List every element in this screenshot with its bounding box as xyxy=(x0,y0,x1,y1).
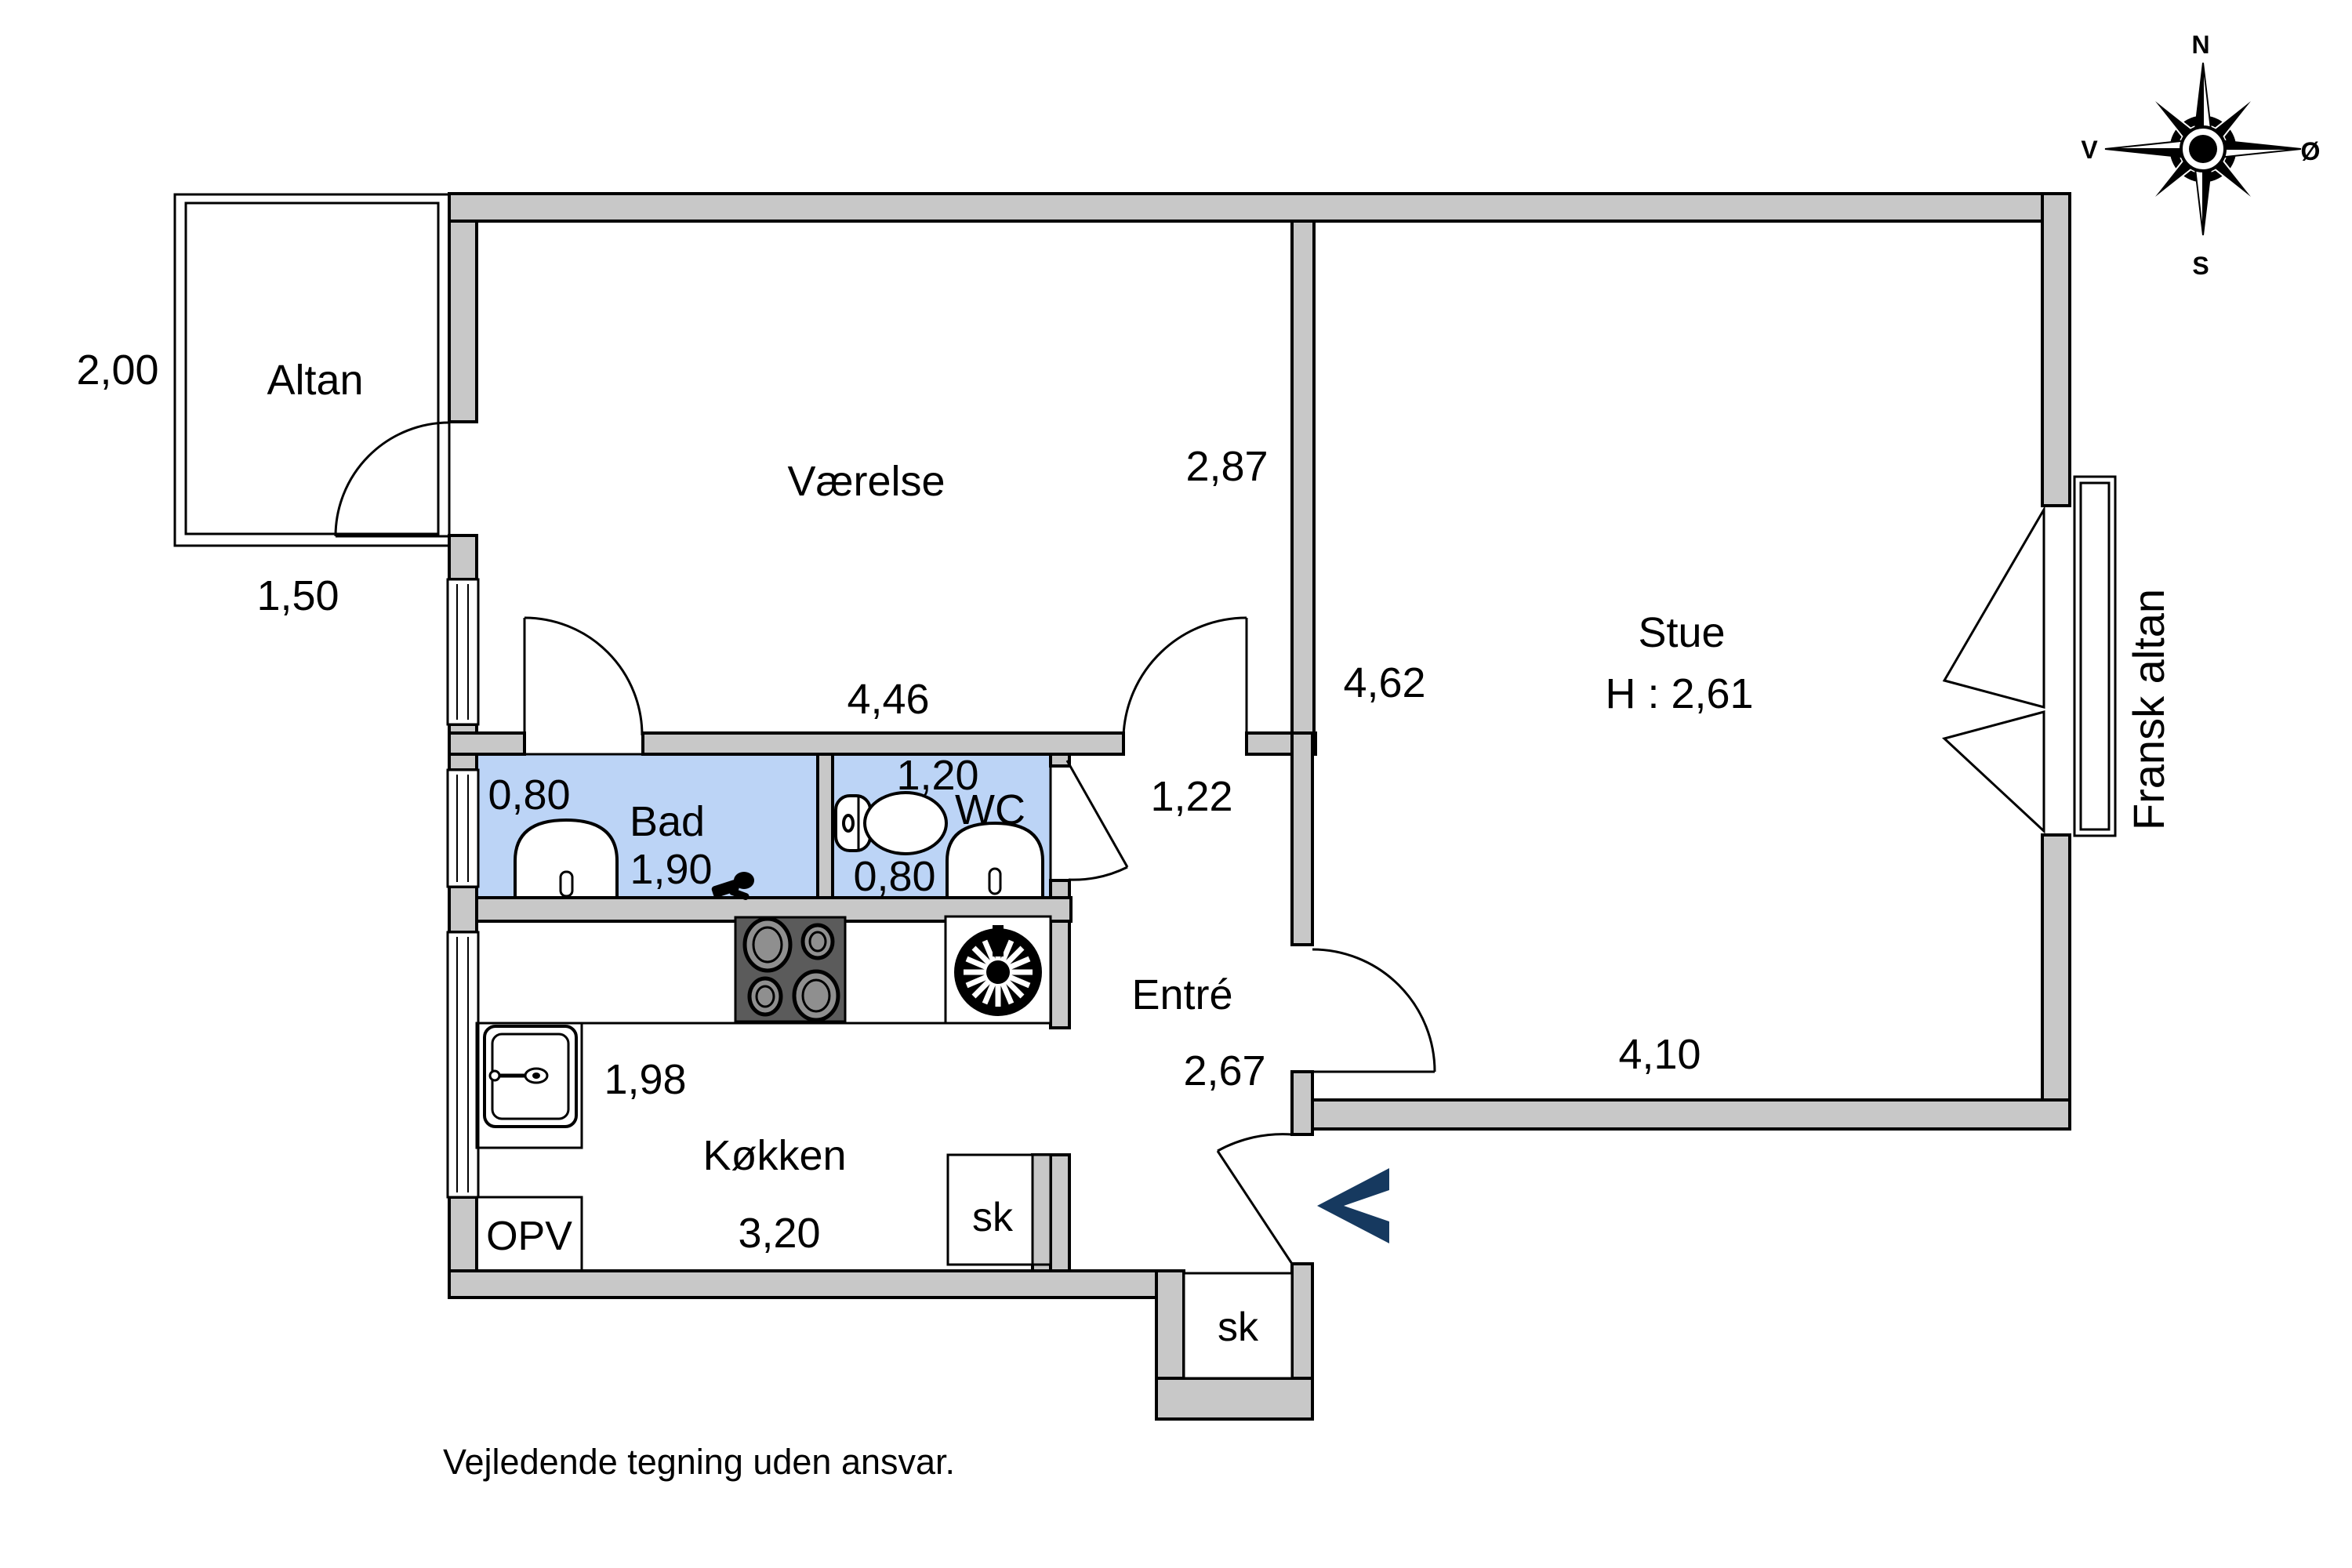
wc-label: WC xyxy=(955,786,1025,833)
wall-west-stub1 xyxy=(448,534,478,581)
door-wc xyxy=(1065,760,1129,881)
door-stue xyxy=(1312,948,1436,1073)
bad-label: Bad xyxy=(630,798,705,845)
french-door-leaf-bottom xyxy=(1941,710,2045,834)
altan-dim-vertical: 2,00 xyxy=(76,347,158,394)
entre-closet xyxy=(1182,1272,1294,1380)
fransk-altan-label: Fransk altan xyxy=(2124,589,2173,830)
altan-label: Altan xyxy=(267,357,363,404)
bad-dim-vertical: 0,80 xyxy=(488,771,570,818)
sink-cabinet xyxy=(475,1022,583,1149)
entre-closet-label: sk xyxy=(1218,1305,1259,1350)
kitchen-fixtures xyxy=(475,915,1052,1272)
altan-dim-horizontal: 1,50 xyxy=(256,572,339,619)
doors xyxy=(334,421,1436,1265)
wall-east-upper xyxy=(2041,192,2071,507)
window-koekken xyxy=(446,931,480,1199)
kitchen-sink-icon xyxy=(483,1025,578,1128)
door-bad xyxy=(523,616,644,736)
koekken-dim-counter: 1,98 xyxy=(604,1056,686,1103)
wall-vaerelse-south-1 xyxy=(448,731,526,756)
wall-bad-wc xyxy=(816,753,834,899)
entre-label: Entré xyxy=(1131,971,1232,1018)
toilet-icon xyxy=(834,791,948,855)
compass-south-label: S xyxy=(2192,252,2209,280)
vaerelse-dim-vertical: 2,87 xyxy=(1185,443,1268,490)
wall-south-kitchen xyxy=(448,1269,1185,1299)
door-altan xyxy=(334,421,450,538)
vaerelse-dim-horizontal: 4,46 xyxy=(847,676,929,723)
koekken-dim-horizontal: 3,20 xyxy=(738,1210,820,1257)
window-bad xyxy=(446,768,480,888)
entrance-arrow-icon xyxy=(1317,1168,1389,1243)
wc-sink-icon xyxy=(946,821,1044,899)
wall-south-stue xyxy=(1290,1098,2071,1131)
door-entrance xyxy=(1216,1133,1294,1265)
stue-dim-horizontal: 4,10 xyxy=(1618,1031,1700,1078)
door-vaerelse-entre xyxy=(1122,616,1248,736)
kitchen-closet-wall xyxy=(1031,1153,1052,1266)
altan-railing xyxy=(173,193,451,547)
fan-icon xyxy=(944,915,1052,1025)
stue-dim-vertical: 4,62 xyxy=(1343,659,1425,706)
wall-east-lower xyxy=(2041,833,2071,1131)
fransk-altan-railing xyxy=(2073,475,2117,837)
altan-railing-outer xyxy=(173,193,451,547)
bad-dim-horizontal: 1,90 xyxy=(630,846,712,893)
wall-vaerelse-stue xyxy=(1290,220,1316,735)
compass-rose-icon: N S Ø V xyxy=(2081,31,2320,280)
dishwasher-cabinet xyxy=(475,1196,583,1272)
kitchen-closet-label: sk xyxy=(972,1195,1014,1240)
wall-west-upper xyxy=(448,220,478,423)
dishwasher-label: OPV xyxy=(486,1214,572,1259)
stue-ceiling-height: H : 2,61 xyxy=(1605,670,1753,717)
wall-entre-stue-mid xyxy=(1290,1070,1314,1136)
altan-railing-inner xyxy=(184,201,440,535)
window-vaerelse xyxy=(446,578,480,726)
compass-west-label: V xyxy=(2081,136,2098,164)
wc-dim-vertical: 0,80 xyxy=(853,853,935,900)
vaerelse-label: Værelse xyxy=(787,458,945,505)
walls xyxy=(448,192,2071,1421)
wall-entre-stue-upper xyxy=(1290,731,1314,946)
entre-dim-vertical: 2,67 xyxy=(1183,1047,1265,1094)
wall-west-stub3 xyxy=(448,885,478,934)
fransk-altan-inner xyxy=(2079,481,2111,831)
bad-sink-icon xyxy=(514,818,619,899)
fransk-altan-outer xyxy=(2073,475,2117,837)
wall-wc-east-stub xyxy=(1049,753,1071,768)
labels: Altan 2,00 1,50 Værelse 2,87 4,46 Stue H… xyxy=(76,347,2173,1350)
compass-north-label: N xyxy=(2191,31,2209,59)
wall-vaerelse-south-2 xyxy=(641,731,1125,756)
stove-icon xyxy=(734,916,847,1023)
entre-dim-horizontal: 1,22 xyxy=(1150,773,1232,820)
french-door xyxy=(1941,505,2045,834)
stue-label: Stue xyxy=(1638,609,1725,656)
wc-dim-horizontal: 1,20 xyxy=(896,752,978,799)
shower-fixture-icon xyxy=(711,872,754,901)
koekken-label: Køkken xyxy=(702,1132,846,1179)
wall-closet-south xyxy=(1155,1377,1314,1421)
disclaimer-text: Vejledende tegning uden ansvar. xyxy=(443,1442,955,1482)
wall-north xyxy=(448,192,2071,223)
compass-east-label: Ø xyxy=(2301,137,2321,165)
wall-kitchen-east-lower xyxy=(1049,1153,1071,1272)
bath-fixtures xyxy=(514,791,1044,901)
windows xyxy=(446,578,480,1199)
french-door-leaf-top xyxy=(1942,505,2045,709)
